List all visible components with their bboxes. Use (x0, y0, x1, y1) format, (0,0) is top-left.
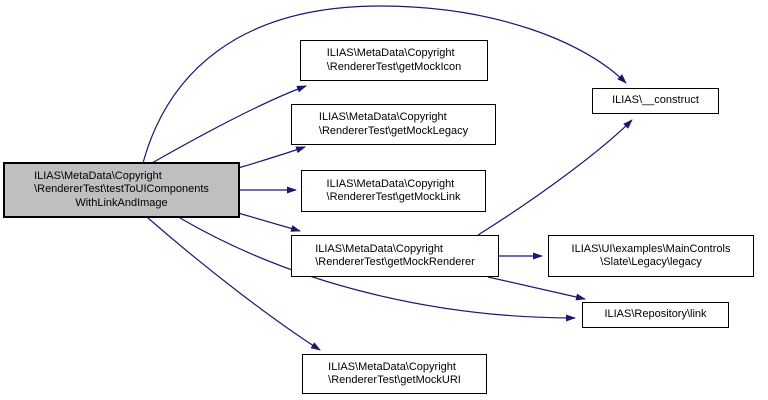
node-label-line: ILIAS\UI\examples\MainControls (571, 242, 731, 255)
node-label-line: WithLinkAndImage (75, 196, 168, 209)
node-label-line: \RendererTest\getMockIcon (326, 60, 462, 73)
edge-test-to-getmockuri (147, 217, 321, 351)
node-label-line: \RendererTest\testToUIComponents (34, 183, 209, 196)
node-label: ILIAS\Repository\link (604, 308, 706, 322)
node-label-line: \RendererTest\getMockLegacy (318, 124, 469, 137)
node-getmockrenderer[interactable]: ILIAS\MetaData\Copyright \RendererTest\g… (291, 235, 499, 277)
node-ui-examples-legacy[interactable]: ILIAS\UI\examples\MainControls \Slate\Le… (548, 235, 754, 277)
node-getmocklegacy[interactable]: ILIAS\MetaData\Copyright \RendererTest\g… (291, 104, 496, 145)
node-repository-link[interactable]: ILIAS\Repository\link (582, 302, 729, 328)
node-label-line: \Slate\Legacy\legacy (600, 256, 702, 268)
node-label-line: ILIAS\MetaData\Copyright (315, 242, 443, 255)
node-label-line: \RendererTest\getMockURI (328, 374, 461, 386)
node-label: ILIAS\__construct (612, 94, 699, 108)
node-getmocklink[interactable]: ILIAS\MetaData\Copyright \RendererTest\g… (301, 170, 486, 212)
edge-getmockrenderer-to-repositorylink (487, 276, 586, 301)
edge-test-to-getmockicon (151, 85, 307, 164)
node-label: ILIAS\MetaData\Copyright \RendererTest\g… (327, 178, 461, 205)
node-testtouicomponentswithlinkandimage[interactable]: ILIAS\MetaData\Copyright \RendererTest\t… (3, 162, 240, 218)
node-label: ILIAS\MetaData\Copyright \RendererTest\g… (327, 47, 462, 74)
node-label-line: \RendererTest\getMockLink (326, 191, 461, 203)
node-label: ILIAS\MetaData\Copyright \RendererTest\g… (328, 361, 461, 388)
node-label-line: \RendererTest\getMockRenderer (315, 256, 475, 268)
node-label: ILIAS\MetaData\Copyright \RendererTest\g… (319, 111, 468, 138)
node-label-line: ILIAS\MetaData\Copyright (326, 47, 455, 59)
node-ilias-construct[interactable]: ILIAS\__construct (592, 88, 719, 114)
node-label-line: ILIAS\MetaData\Copyright (34, 169, 162, 182)
edge-test-to-repositorylink (179, 217, 576, 322)
edge-test-to-getmocklegacy (237, 146, 306, 169)
node-label-line: ILIAS\Repository\link (604, 308, 707, 321)
node-label: ILIAS\UI\examples\MainControls \Slate\Le… (572, 243, 731, 270)
edge-test-to-getmockrenderer (237, 212, 301, 232)
node-label-line: ILIAS\__construct (612, 94, 699, 107)
node-label-line: ILIAS\MetaData\Copyright (326, 177, 455, 190)
node-getmockicon[interactable]: ILIAS\MetaData\Copyright \RendererTest\g… (300, 40, 488, 81)
node-label-line: ILIAS\MetaData\Copyright (318, 111, 447, 123)
node-getmockuri[interactable]: ILIAS\MetaData\Copyright \RendererTest\g… (302, 354, 487, 394)
node-label-line: ILIAS\MetaData\Copyright (328, 360, 456, 373)
node-label: ILIAS\MetaData\Copyright \RendererTest\t… (34, 170, 209, 211)
edge-getmockrenderer-to-construct (477, 119, 633, 236)
edge-test-to-construct (142, 5, 627, 164)
node-label: ILIAS\MetaData\Copyright \RendererTest\g… (315, 243, 475, 270)
